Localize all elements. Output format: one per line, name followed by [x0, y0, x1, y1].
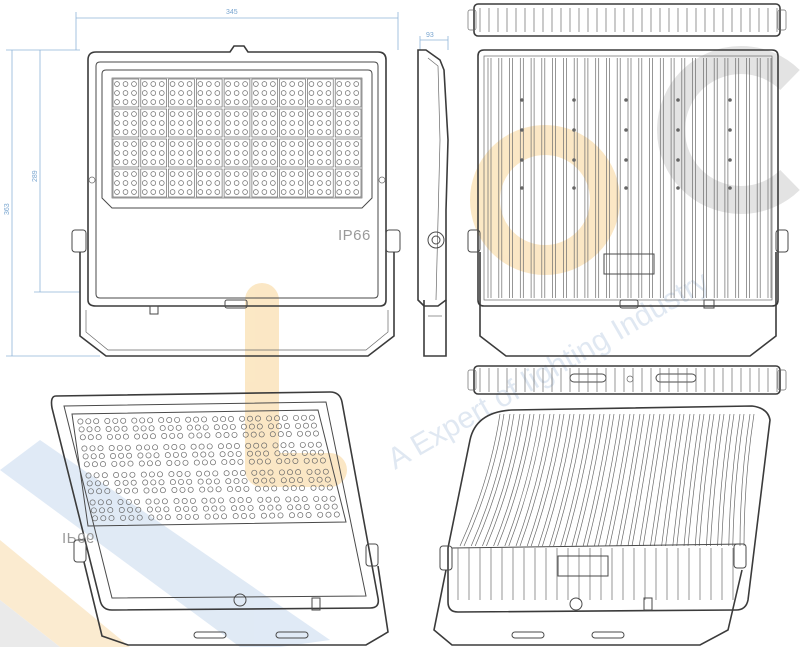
persp-rear-fins — [451, 413, 755, 600]
rear-screws — [520, 98, 732, 190]
perspective-rear-view — [433, 405, 771, 646]
dimension-height-total-label: 363 — [4, 203, 11, 215]
rear-view — [467, 49, 789, 357]
perspective-front-view: IP66 — [50, 391, 389, 646]
watermark-stripe-blue — [0, 440, 330, 647]
persp-front-lens — [71, 409, 347, 527]
cable-gland — [149, 305, 159, 315]
dimension-depth-label: 93 — [426, 32, 434, 39]
persp-rear-housing — [447, 405, 771, 613]
rear-housing-outline — [477, 49, 779, 307]
watermark: A Expert of lighting Industry — [0, 46, 800, 647]
front-side-screw-right — [378, 176, 386, 184]
ip-rating-label: IP66 — [338, 227, 371, 244]
rear-driver-label-plate — [603, 253, 655, 275]
watermark-letter-l — [245, 283, 347, 487]
side-bracket — [423, 300, 447, 357]
top-housing-outline — [473, 3, 781, 37]
front-side-screw-left — [88, 176, 96, 184]
persp-front-inner — [63, 401, 367, 599]
front-bracket-inner — [85, 310, 389, 351]
bottom-housing-outline — [473, 365, 781, 395]
front-view: 345 363 289 IP66 — [4, 9, 401, 357]
side-housing-outline — [417, 49, 449, 307]
persp-front-housing — [50, 391, 380, 611]
front-inner-border — [95, 61, 379, 299]
left-pivot-knob — [71, 229, 87, 253]
rear-heatsink-fins — [487, 58, 772, 298]
watermark-stripe-gray — [0, 600, 60, 647]
bottom-view — [467, 365, 787, 395]
dimension-lines-front — [6, 12, 399, 357]
persp-ip-rating-label: IP66 — [62, 529, 95, 546]
front-led-area — [111, 77, 363, 199]
side-pivot-knob-inner — [431, 235, 441, 245]
persp-led-grid — [77, 414, 340, 522]
front-led-grid — [112, 78, 362, 198]
side-view: 93 — [417, 32, 449, 357]
persp-rear-label-plate — [557, 555, 609, 577]
front-housing-outline — [87, 45, 387, 307]
dimension-width-label: 345 — [226, 9, 238, 16]
front-mounting-bracket — [79, 252, 395, 357]
rear-left-pivot-knob — [467, 229, 481, 253]
rear-mounting-bracket — [479, 252, 777, 357]
side-pivot-knob — [427, 231, 445, 249]
top-fins — [479, 8, 778, 32]
side-heatsink — [427, 57, 441, 301]
front-bottom-clip — [224, 299, 248, 309]
front-lens-frame — [101, 69, 373, 209]
rear-right-pivot-knob — [775, 229, 789, 253]
top-view — [467, 3, 787, 37]
persp-front-bracket — [83, 561, 389, 646]
right-pivot-knob — [385, 229, 401, 253]
dimension-height-inner-label: 289 — [32, 170, 39, 182]
persp-rear-bracket — [433, 569, 743, 646]
